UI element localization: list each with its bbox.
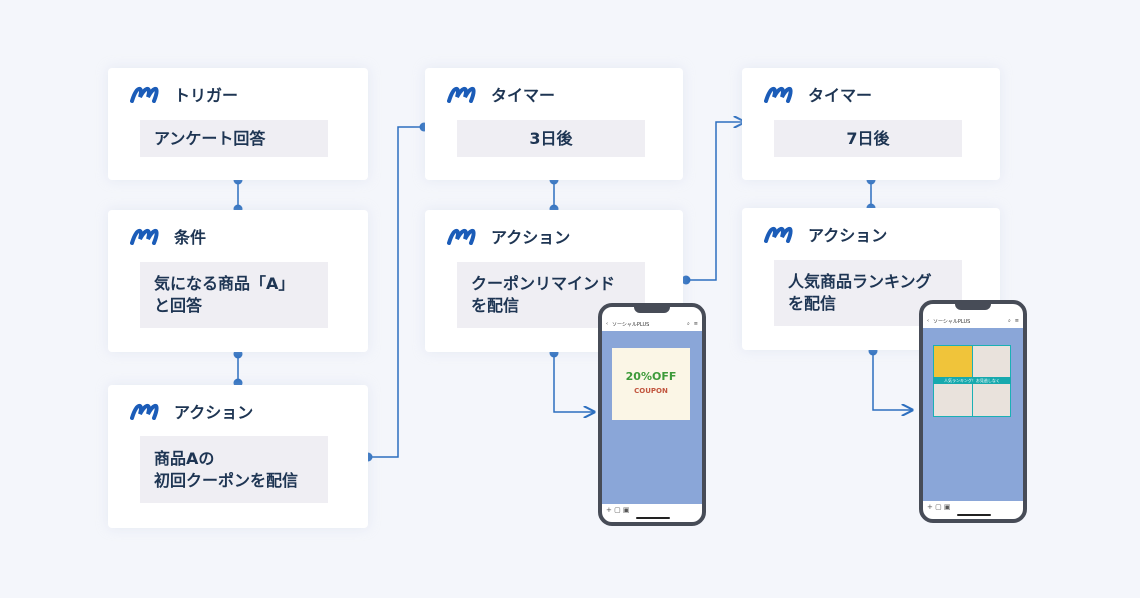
menu-icon: ≡	[1014, 318, 1019, 324]
content-line: と回答	[154, 296, 203, 315]
card-title: アクション	[491, 228, 571, 247]
timer-card-1[interactable]: タイマー 3日後	[425, 68, 683, 180]
content-line: 商品Aの	[154, 448, 215, 468]
coupon-image: 20%OFF COUPON	[612, 348, 690, 420]
condition-content: 気になる商品「A」と回答	[140, 262, 328, 328]
account-name: ソーシャルPLUS	[933, 318, 971, 325]
action-card-1[interactable]: アクション 商品Aの初回クーポンを配信	[108, 385, 368, 528]
card-title: アクション	[808, 226, 888, 245]
m-logo-icon	[130, 228, 159, 245]
card-title: タイマー	[491, 86, 556, 105]
phone-coupon-preview: ‹ ソーシャルPLUS ⌕≡ 20%OFF COUPON + ▢ ▣	[598, 303, 706, 526]
back-icon: ‹	[606, 321, 608, 327]
m-logo-icon	[447, 86, 476, 103]
chat-header: ‹ ソーシャルPLUS ⌕≡	[923, 314, 1023, 328]
phone-ranking-preview: ‹ ソーシャルPLUS ⌕≡ 人気ランキング！お見逃しなく + ▢ ▣	[919, 300, 1027, 523]
card-title: アクション	[174, 403, 254, 422]
trigger-content: アンケート回答	[140, 120, 328, 157]
discount-text: 20%OFF	[625, 370, 677, 383]
content-line: 気になる商品「A」	[154, 274, 295, 293]
timer-content: 7日後	[774, 120, 962, 157]
card-title: タイマー	[808, 86, 873, 105]
m-logo-icon	[764, 86, 793, 103]
m-logo-icon	[130, 86, 159, 103]
search-icon: ⌕	[1007, 318, 1011, 324]
chat-area: 人気ランキング！お見逃しなく	[923, 328, 1023, 501]
chat-input-bar: + ▢ ▣	[927, 503, 951, 511]
content-line: 人気商品ランキング	[788, 272, 932, 291]
timer-card-2[interactable]: タイマー 7日後	[742, 68, 1000, 180]
search-icon: ⌕	[686, 321, 690, 327]
timer-content: 3日後	[457, 120, 645, 157]
account-name: ソーシャルPLUS	[612, 321, 650, 328]
action-content: 人気商品ランキングを配信	[774, 260, 962, 326]
chat-input-bar: + ▢ ▣	[606, 506, 630, 514]
ranking-banner: 人気ランキング！お見逃しなく	[933, 377, 1011, 384]
trigger-card[interactable]: トリガー アンケート回答	[108, 68, 368, 180]
m-logo-icon	[447, 228, 476, 245]
card-title: トリガー	[174, 86, 239, 105]
content-line: を配信	[471, 296, 520, 315]
content-line: 初回クーポンを配信	[154, 470, 299, 490]
content-line: を配信	[788, 294, 837, 313]
connector-action-timer1	[368, 126, 424, 458]
content-line: クーポンリマインド	[471, 274, 616, 293]
connector-action2-phone1	[553, 353, 594, 412]
back-icon: ‹	[927, 318, 929, 324]
chat-area: 20%OFF COUPON	[602, 331, 702, 504]
coupon-text: COUPON	[634, 387, 668, 395]
ranking-image: 人気ランキング！お見逃しなく	[933, 345, 1011, 417]
condition-card[interactable]: 条件 気になる商品「A」と回答	[108, 210, 368, 352]
chat-header: ‹ ソーシャルPLUS ⌕≡	[602, 317, 702, 331]
card-title: 条件	[174, 228, 207, 247]
menu-icon: ≡	[693, 321, 698, 327]
connector-action2-timer2	[686, 122, 744, 281]
m-logo-icon	[764, 226, 793, 243]
action-content: 商品Aの初回クーポンを配信	[140, 436, 328, 503]
connector-action3-phone2	[872, 351, 912, 410]
m-logo-icon	[130, 403, 159, 420]
